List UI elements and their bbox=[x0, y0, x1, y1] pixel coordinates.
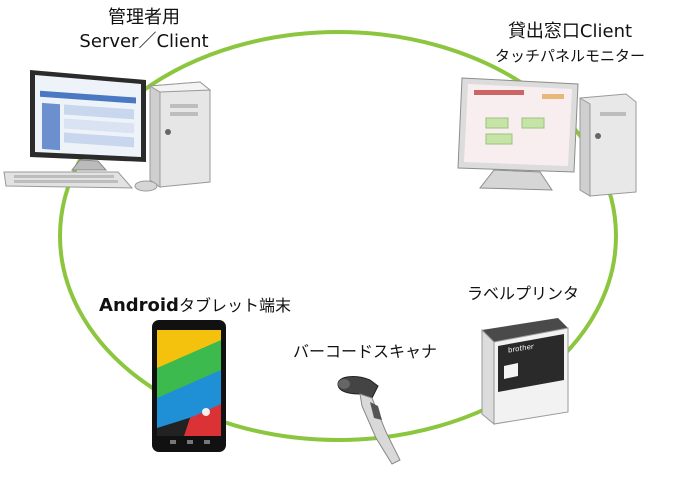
admin-label: 管理者用 Server／Client bbox=[44, 6, 244, 54]
counter-label: 貸出窓口Client タッチパネルモニター bbox=[470, 20, 670, 68]
android-tablet-icon bbox=[152, 320, 226, 452]
admin-subtitle: Server／Client bbox=[79, 31, 209, 52]
touch-monitor-pc-icon bbox=[457, 77, 637, 197]
scanner-label-text: バーコードスキャナ bbox=[292, 342, 437, 361]
printer-label: ラベルプリンタ bbox=[458, 284, 588, 304]
admin-title: 管理者用 bbox=[108, 7, 180, 28]
counter-subtitle: タッチパネルモニター bbox=[494, 47, 645, 65]
tablet-label-android: Android bbox=[99, 295, 179, 316]
printer-label-text: ラベルプリンタ bbox=[466, 284, 579, 303]
tablet-label: Androidタブレット端末 bbox=[95, 294, 295, 318]
barcode-scanner-icon bbox=[337, 376, 401, 465]
desktop-pc-icon bbox=[3, 70, 212, 192]
tablet-label-rest: タブレット端末 bbox=[178, 296, 291, 315]
scanner-label: バーコードスキャナ bbox=[290, 342, 440, 362]
printer-brand: brother bbox=[508, 342, 534, 355]
label-printer-icon: brother bbox=[481, 318, 569, 426]
counter-title: 貸出窓口Client bbox=[507, 21, 633, 42]
